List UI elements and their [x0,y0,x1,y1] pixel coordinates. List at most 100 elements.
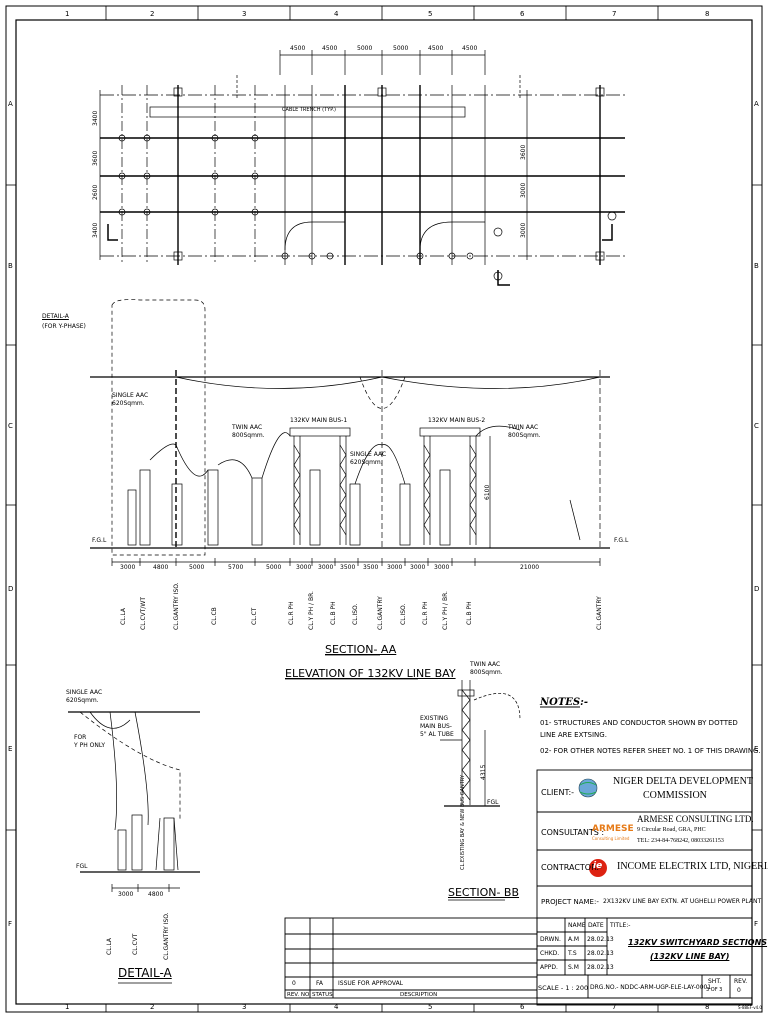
notes-item-1: 01- STRUCTURES AND CONDUCTOR SHOWN BY DO… [540,719,738,727]
base-dim-11: 3000 [410,564,426,571]
client-name-1: NIGER DELTA DEVELOPMENT [613,776,753,787]
twin-aac-right: TWIN AAC [508,424,539,431]
main-bus-2-label: 132KV MAIN BUS-2 [428,417,486,424]
section-bb-existing: EXISTING [420,715,449,722]
detail-a-equip-3: CL.GANTRY ISO. [163,912,170,960]
drawing-title-1: 132KV SWITCHYARD SECTIONS [628,938,768,947]
consultant-name: ARMESE CONSULTING LTD. [637,814,754,824]
contractor-label: CONTRACTOR:- [541,863,602,872]
row-date-1: 28.02.13 [587,936,614,943]
base-dim-7: 3000 [318,564,334,571]
detail-a-equip-2: CL.CVT [132,933,139,955]
rev-table-hdr-desc: DESCRIPTION [400,992,438,998]
equip-label-11: CL.ISO. [400,603,407,625]
rev-table-hdr-status: STATUS [312,992,333,998]
client-name-2: COMMISSION [643,790,707,801]
equip-label-2: CL.CVT/WT [140,596,147,630]
single-aac-label-2: SINGLE AAC [350,451,387,458]
fgl-left-label: F.G.L [92,537,107,544]
project-label: PROJECT NAME:- [541,898,599,906]
plan-dim-3: 5000 [357,45,373,52]
plan-dim-6: 4500 [462,45,478,52]
col-label-2: 2 [150,10,155,18]
detail-a-dim-2: 4800 [148,891,164,898]
col-label-7-bottom: 7 [612,1003,617,1011]
detail-a-drawing [68,711,200,984]
rev-value: 0 [737,987,741,994]
base-dim-1: 3000 [120,564,136,571]
section-aa-drawing [90,299,610,680]
row-role-1: DRWN. [540,936,561,943]
detail-a-single-aac-size: 620Sqmm. [66,697,99,704]
row-name-3: S.M [568,964,579,971]
row-role-3: APPD. [540,964,558,971]
section-bb-dim: 4315 [480,764,487,780]
plan-right-dim-3: 3000 [520,222,527,238]
title-label: TITLE:- [610,922,631,929]
twin-aac-left: TWIN AAC [232,424,263,431]
col-label-6: 6 [520,10,525,18]
col-label-3: 3 [242,10,247,18]
notes-item-1-cont: LINE ARE EXTSING. [540,731,607,739]
equip-label-1: CL.LA [120,607,127,625]
twin-aac-left-size: 800Sqmm. [232,432,265,439]
section-bb-equipment: CL.EXISTING BAY & NEW BUS GANTRY [460,774,466,870]
equip-label-5: CL.CT [251,607,258,625]
drawing-title-2: (132KV LINE BAY) [650,952,730,961]
col-label-4-bottom: 4 [334,1003,339,1011]
corner-code: S-88EF-v4.0 [738,1005,762,1010]
row-date-3: 28.02.13 [587,964,614,971]
row-label-b-right: B [754,262,759,270]
base-dim-4: 5700 [228,564,244,571]
consultant-logo: ARMESE [592,824,634,834]
detail-a-callout-sub: (FOR Y-PHASE) [42,323,86,330]
col-label-7: 7 [612,10,617,18]
col-label-5: 5 [428,10,433,18]
section-bb-main-bus: MAIN BUS- [420,723,452,730]
rev-table-hdr-rev: REV. NO. [287,992,311,998]
single-aac-size-2: 620Sqmm. [350,459,383,466]
plan-left-dim-3: 2600 [92,184,99,200]
consultants-label: CONSULTANTS : [541,828,605,837]
row-label-d: D [8,585,14,593]
sheet-value: 3 OF 3 [706,987,723,993]
col-label-2-bottom: 2 [150,1003,155,1011]
base-dim-13: 21000 [520,564,540,571]
rev-table-rev: 0 [292,980,296,987]
equip-label-9: CL.ISO. [352,603,359,625]
equip-label-15: CL.GANTRY [596,596,603,630]
contractor-logo-mark [589,859,607,877]
cable-trench-label: CABLE TRENCH (TYP.) [282,107,336,113]
row-label-f: F [8,920,13,928]
equip-label-10: CL.GANTRY [377,596,384,630]
base-dim-3: 5000 [189,564,205,571]
rev-table-description: ISSUE FOR APPROVAL [338,980,404,987]
consultant-logo-sub: Consulting Limited [592,836,630,841]
row-label-c-right: C [754,422,759,430]
detail-a-single-aac: SINGLE AAC [66,689,103,696]
base-dim-5: 5000 [266,564,282,571]
project-name: 2X132KV LINE BAY EXTN. AT UGHELLI POWER … [603,898,762,905]
notes-heading: NOTES:- [540,697,588,708]
notes-item-2: 02- FOR OTHER NOTES REFER SHEET NO. 1 OF… [540,747,761,755]
single-aac-label-1: SINGLE AAC [112,392,149,399]
title-block-lines [284,706,753,1006]
twin-aac-right-size: 800Sqmm. [508,432,541,439]
plan-view [99,50,625,286]
scale-label: SCALE - 1 : 200 [538,984,589,992]
base-dim-6: 3000 [296,564,312,571]
equip-label-6: CL.R PH [288,601,295,625]
row-label-c: C [8,422,13,430]
consultant-address: 9 Circular Road, GRA, PHC [637,827,706,833]
inner-frame [15,19,753,1005]
base-dim-9: 3500 [363,564,379,571]
plan-dim-1: 4500 [290,45,306,52]
row-label-a-right: A [754,100,759,108]
equip-label-8: CL.B PH [330,601,337,625]
equip-label-14: CL.B PH [466,601,473,625]
col-label-1: 1 [65,10,70,18]
col-label-4: 4 [334,10,339,18]
equip-label-13: CL.Y PH / BR. [442,591,449,630]
col-label-6-bottom: 6 [520,1003,525,1011]
